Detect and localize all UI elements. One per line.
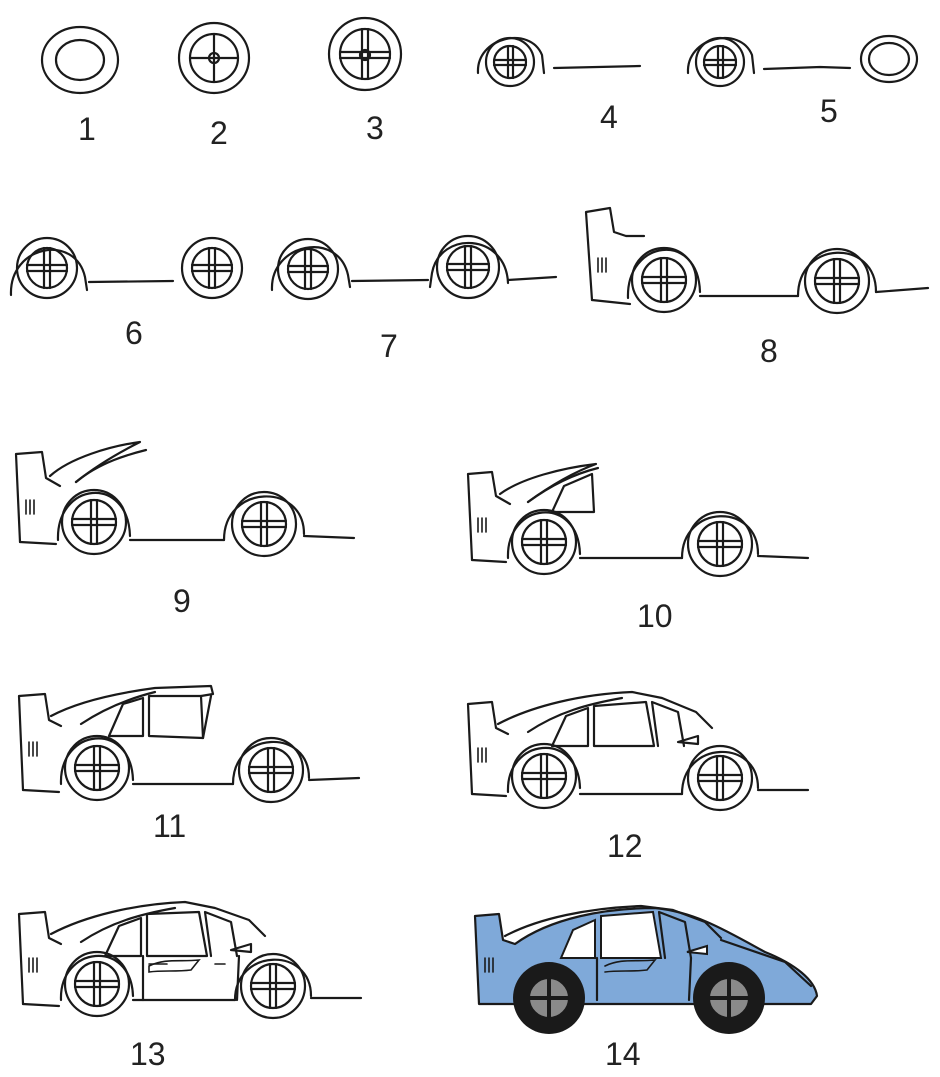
step-6-drawing bbox=[9, 236, 244, 300]
step-12-number: 12 bbox=[607, 828, 643, 864]
step-2-drawing bbox=[177, 21, 251, 95]
step-1-drawing bbox=[40, 25, 120, 95]
step-12: 12 bbox=[462, 690, 822, 870]
step-3-number: 3 bbox=[366, 110, 384, 146]
step-12-drawing bbox=[466, 690, 810, 812]
step-8-number: 8 bbox=[760, 333, 778, 369]
step-14-drawing bbox=[473, 904, 819, 1034]
step-11-drawing bbox=[17, 684, 361, 804]
step-5: 5 bbox=[680, 15, 930, 135]
rear-window bbox=[559, 918, 596, 959]
step-13-number: 13 bbox=[130, 1036, 166, 1072]
step-13: 13 bbox=[15, 900, 375, 1077]
step-5-drawing bbox=[686, 34, 919, 88]
step-10-number: 10 bbox=[637, 598, 673, 634]
step-7-drawing bbox=[270, 234, 558, 301]
step-4-number: 4 bbox=[600, 99, 618, 135]
step-4: 4 bbox=[470, 15, 650, 135]
step-7: 7 bbox=[268, 225, 568, 365]
step-11-number: 11 bbox=[153, 808, 187, 844]
step-8: 8 bbox=[580, 200, 935, 370]
step-3: 3 bbox=[320, 12, 430, 152]
step-2: 2 bbox=[170, 15, 280, 155]
step-11: 11 bbox=[15, 680, 375, 860]
step-3-drawing bbox=[327, 16, 403, 92]
step-8-drawing bbox=[584, 206, 930, 315]
step-14-number: 14 bbox=[605, 1036, 641, 1072]
step-13-drawing bbox=[17, 900, 363, 1020]
front-window bbox=[600, 910, 663, 959]
step-1: 1 bbox=[30, 15, 140, 155]
step-10-drawing bbox=[466, 462, 810, 578]
step-7-number: 7 bbox=[380, 328, 398, 364]
step-4-drawing bbox=[476, 36, 642, 88]
step-14: 14 bbox=[465, 900, 825, 1077]
step-6-number: 6 bbox=[125, 315, 143, 351]
step-2-number: 2 bbox=[210, 115, 228, 151]
step-9-drawing bbox=[14, 440, 356, 558]
step-6: 6 bbox=[5, 225, 255, 355]
step-9-number: 9 bbox=[173, 583, 191, 619]
step-9: 9 bbox=[10, 440, 370, 620]
step-5-number: 5 bbox=[820, 93, 838, 129]
step-10: 10 bbox=[462, 460, 822, 640]
step-1-number: 1 bbox=[78, 111, 96, 147]
